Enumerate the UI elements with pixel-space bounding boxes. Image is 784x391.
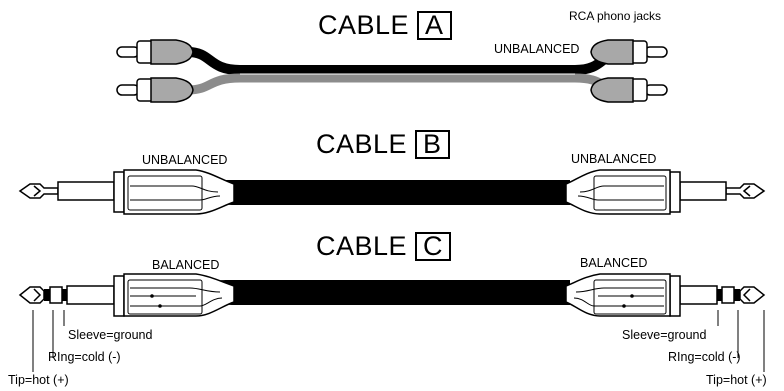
rca-plug-left-top [116, 39, 194, 65]
trs-plug-left [18, 273, 235, 317]
sleeve-label-right: Sleeve=ground [622, 328, 707, 342]
rca-plug-right-top [590, 39, 668, 65]
cable-b-drawing [18, 169, 766, 215]
cable-a-connector-label: RCA phono jacks [569, 9, 662, 23]
cable-c-left-label: BALANCED [152, 258, 220, 272]
cable-a-title-word: CABLE [318, 10, 410, 40]
cable-a-title-letter: A [417, 11, 452, 40]
cable-a-type-label: UNBALANCED [494, 42, 580, 56]
sleeve-label-left: Sleeve=ground [68, 328, 153, 342]
tip-label-right: Tip=hot (+) [706, 373, 767, 387]
cable-b-title-letter: B [415, 130, 450, 159]
rca-plug-left-bottom [116, 77, 194, 103]
cable-c-title-letter: C [415, 232, 452, 261]
rca-plug-right-bottom [590, 77, 668, 103]
cable-a-drawing [116, 39, 668, 103]
cable-c-title-word: CABLE [316, 231, 408, 261]
ring-label-left: RIng=cold (-) [48, 350, 121, 364]
cable-c-drawing [18, 273, 766, 372]
tip-label-left: Tip=hot (+) [8, 373, 69, 387]
ts-plug-left [18, 169, 235, 215]
cable-a-gray-wire [187, 73, 627, 95]
ts-plug-right [565, 169, 766, 215]
cable-b-right-label: UNBALANCED [571, 152, 657, 166]
cable-c-cord [200, 280, 570, 305]
cable-b-left-label: UNBALANCED [142, 153, 228, 167]
ring-label-right: RIng=cold (-) [668, 350, 741, 364]
cable-b-cord [200, 180, 570, 205]
cable-b-title-word: CABLE [316, 129, 408, 159]
cable-c-right-label: BALANCED [580, 256, 648, 270]
trs-plug-right [565, 273, 766, 317]
